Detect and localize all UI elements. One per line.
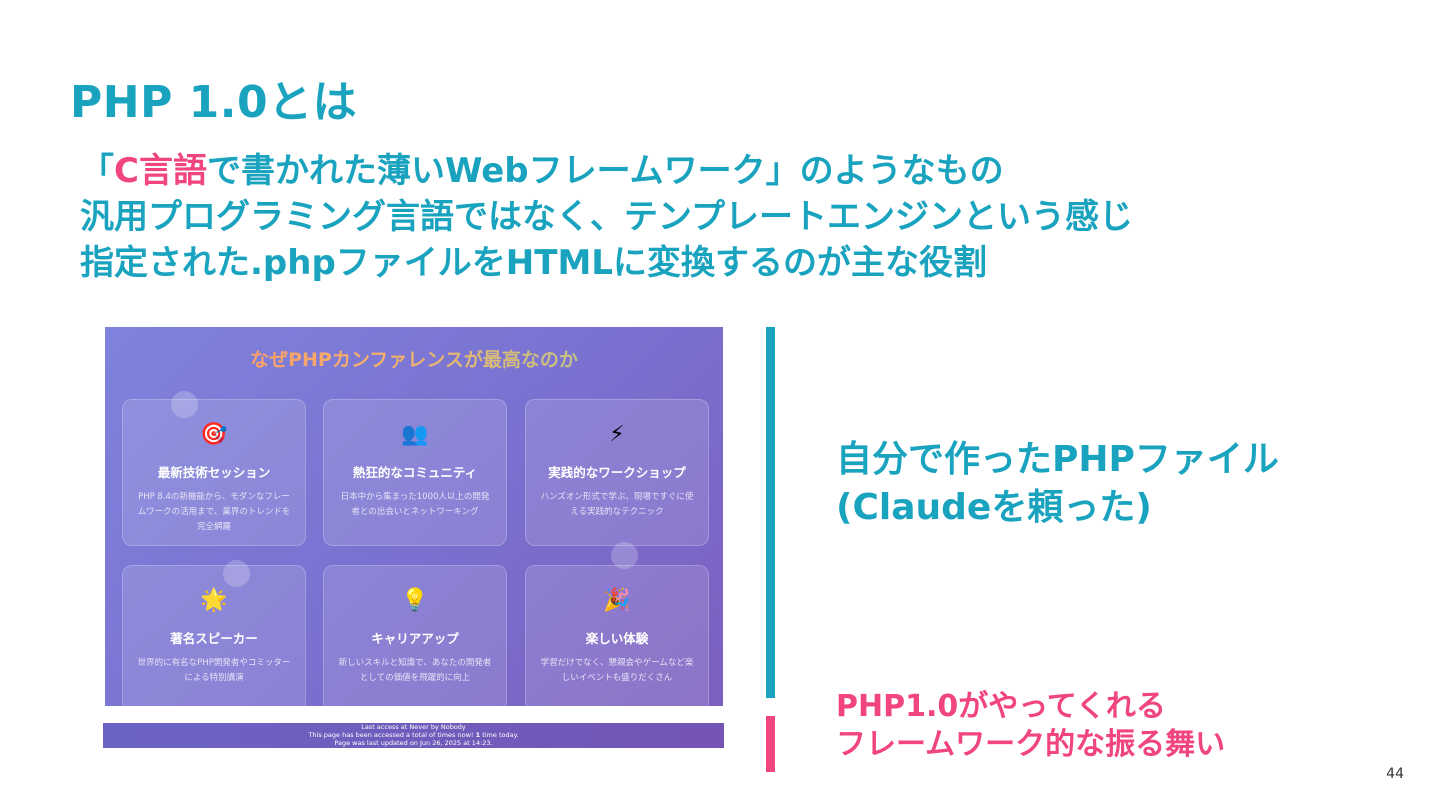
lead-text: 「C言語で書かれた薄いWebフレームワーク」のようなもの 汎用プログラミング言語… — [80, 148, 1133, 286]
lead-line-3: 指定された.phpファイルをHTMLに変換するのが主な役割 — [80, 243, 987, 283]
target-icon: 🎯 — [200, 422, 228, 447]
card-description: 日本中から集まった1000人以上の開発者との出会いとネットワーキング — [340, 492, 490, 517]
footer-last-updated: Page was last updated on Jun 26, 2025 at… — [334, 739, 493, 747]
teal-accent-bar — [766, 327, 775, 698]
feature-card: 💡 キャリアアップ 新しいスキルと知識で、あなたの開発者としての価値を飛躍的に向… — [323, 565, 507, 706]
lightbulb-icon: 💡 — [401, 588, 429, 613]
feature-card: 🎯 最新技術セッション PHP 8.4の新機能から、モダンなフレームワークの活用… — [122, 399, 306, 546]
decorative-bubble — [223, 560, 250, 587]
footer-access-count: This page has been accessed a total of t… — [103, 731, 724, 739]
slide-title: PHP 1.0とは — [70, 77, 358, 128]
card-title: 実践的なワークショップ — [548, 465, 686, 480]
access-counter-footer: Last access at Never by Nobody This page… — [103, 723, 724, 748]
party-popper-icon: 🎉 — [603, 588, 631, 613]
bottom-caption-line-2: フレームワーク的な振る舞い — [836, 727, 1226, 762]
card-title: キャリアアップ — [371, 631, 459, 646]
lead-line-2: 汎用プログラミング言語ではなく、テンプレートエンジンという感じ — [80, 197, 1133, 237]
footer-count-text-c: time today. — [482, 731, 519, 739]
star-icon: 🌟 — [200, 588, 228, 613]
feature-card: 🌟 著名スピーカー 世界的に有名なPHP開発者やコミッターによる特別講演 — [122, 565, 306, 706]
pink-accent-bar — [766, 716, 775, 772]
page-number: 44 — [1386, 766, 1404, 782]
card-description: 新しいスキルと知識で、あなたの開発者としての価値を飛躍的に向上 — [338, 658, 492, 683]
footer-last-access: Last access at Never by Nobody — [361, 723, 466, 731]
lead-line-1: 「C言語で書かれた薄いWebフレームワーク」のようなもの — [80, 148, 1133, 194]
side-caption: 自分で作ったPHPファイル (Claudeを頼った) — [836, 436, 1279, 532]
card-description: 学習だけでなく、懇親会やゲームなど楽しいイベントも盛りだくさん — [540, 658, 694, 683]
lead-line-1-prefix: 「 — [80, 151, 114, 191]
card-description: ハンズオン形式で学ぶ、現場ですぐに使える実践的なテクニック — [540, 492, 694, 517]
side-caption-line-1: 自分で作ったPHPファイル — [836, 439, 1279, 480]
decorative-bubble — [611, 542, 638, 569]
side-caption-line-2: (Claudeを頼った) — [836, 487, 1152, 528]
card-title: 熱狂的なコミュニティ — [352, 465, 478, 480]
feature-card: 🎉 楽しい体験 学習だけでなく、懇親会やゲームなど楽しいイベントも盛りだくさん — [525, 565, 709, 706]
bottom-caption: PHP1.0がやってくれる フレームワーク的な振る舞い — [836, 688, 1225, 764]
lead-line-1-suffix: で書かれた薄いWebフレームワーク」のようなもの — [206, 151, 1004, 191]
footer-count-text-b: times now! — [437, 731, 474, 739]
lead-highlight-c-language: C言語 — [114, 151, 207, 191]
feature-card: ⚡ 実践的なワークショップ ハンズオン形式で学ぶ、現場ですぐに使える実践的なテク… — [525, 399, 709, 546]
lightning-icon: ⚡ — [609, 422, 625, 447]
card-title: 最新技術セッション — [157, 465, 271, 480]
footer-count-text-a: This page has been accessed a total of — [308, 731, 436, 739]
card-description: PHP 8.4の新機能から、モダンなフレームワークの活用まで、業界のトレンドを完… — [137, 492, 291, 532]
feature-card: 👥 熱狂的なコミュニティ 日本中から集まった1000人以上の開発者との出会いとネ… — [323, 399, 507, 546]
embedded-page-screenshot: なぜPHPカンファレンスが最高なのか 🎯 最新技術セッション PHP 8.4の新… — [105, 327, 723, 706]
card-title: 楽しい体験 — [585, 631, 649, 646]
footer-today-count: 1 — [475, 731, 481, 739]
card-title: 著名スピーカー — [170, 631, 258, 646]
people-icon: 👥 — [401, 422, 429, 447]
screenshot-heading: なぜPHPカンファレンスが最高なのか — [105, 345, 723, 372]
decorative-bubble — [171, 391, 198, 418]
bottom-caption-line-1: PHP1.0がやってくれる — [836, 689, 1166, 724]
card-description: 世界的に有名なPHP開発者やコミッターによる特別講演 — [137, 658, 291, 683]
